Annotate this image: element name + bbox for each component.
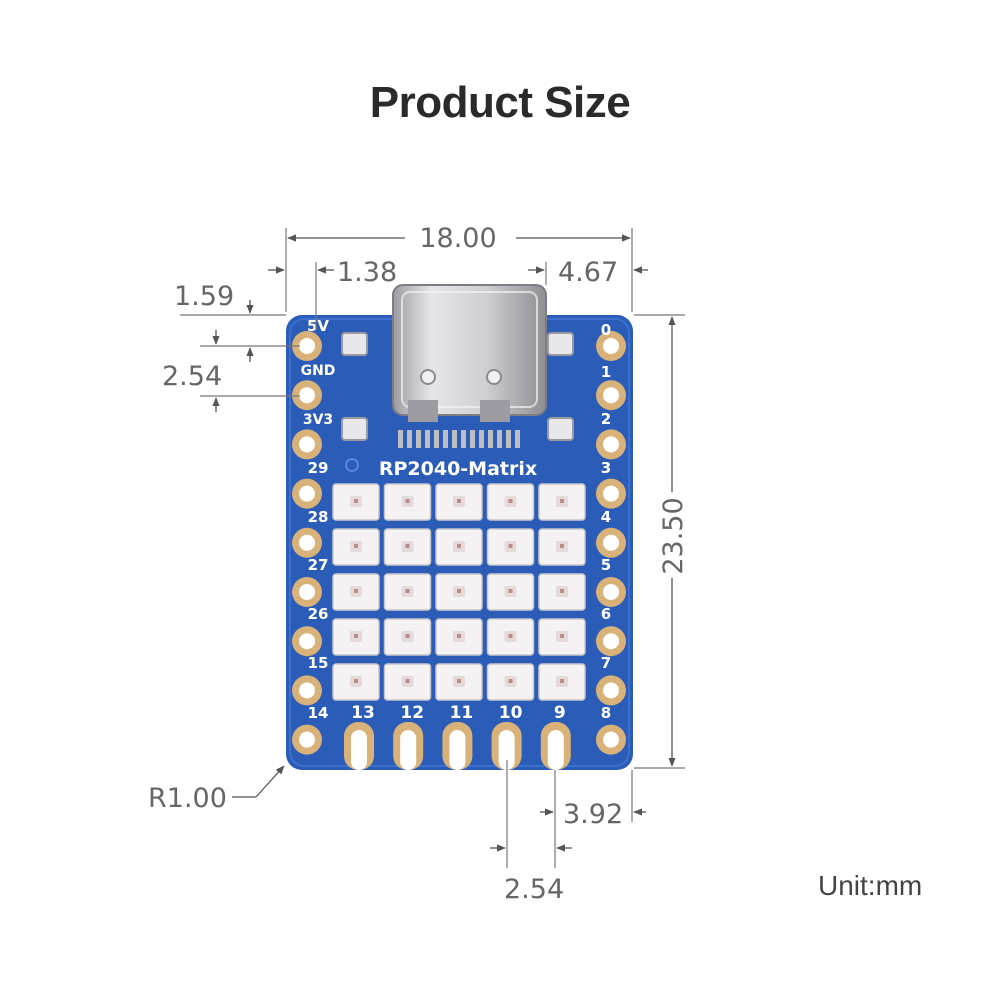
connector-tabs [341, 332, 574, 441]
left-pad-hole [299, 338, 315, 354]
dim-left-offset: 1.38 [268, 257, 397, 330]
led-chip [457, 589, 461, 593]
width-total-label: 18.00 [419, 223, 496, 254]
page-title: Product Size [369, 78, 631, 127]
bottom-pin-label: 10 [499, 703, 523, 723]
fiducial-mark [345, 458, 359, 472]
bottom-pad-hole [449, 730, 466, 770]
right-pad-hole [603, 682, 619, 699]
left-pad-hole [299, 387, 315, 404]
led-chip [405, 634, 410, 638]
bottom-pin-label: 13 [351, 703, 375, 723]
right-pad-hole [603, 436, 619, 453]
corner-radius-label: R1.00 [148, 783, 227, 814]
left-pin-label: 14 [308, 704, 329, 722]
left-pad-hole [299, 633, 315, 650]
dim-pin-pitch-vertical: 2.54 [162, 330, 300, 412]
led-chip [508, 679, 513, 683]
right-pad-hole [603, 731, 619, 748]
left-pad-hole [299, 731, 315, 748]
left-pin-label: 27 [308, 556, 329, 574]
led-chip [508, 544, 513, 548]
right-pad-hole [603, 338, 619, 354]
left-pad-hole [299, 534, 315, 551]
led-chip [354, 634, 358, 638]
bottom-pin-label: 9 [554, 703, 566, 723]
right-pad-hole [603, 534, 619, 551]
right-pin-label: 2 [601, 410, 611, 428]
led-chip [405, 679, 410, 683]
led-chip [354, 589, 358, 593]
right-pad-hole [603, 633, 619, 650]
right-pin-label: 5 [601, 556, 611, 574]
right-pin-label: 0 [601, 321, 611, 339]
left-pin-label: 26 [308, 605, 329, 623]
left-pad-hole [299, 485, 315, 502]
left-pin-label: 15 [308, 654, 329, 672]
right-pin-label: 8 [601, 704, 611, 722]
left-pin-label: GND [301, 363, 336, 379]
led-chip [405, 499, 410, 503]
bottom-pad-hole [400, 730, 417, 770]
led-chip [560, 679, 564, 683]
left-pad-hole [299, 436, 315, 453]
led-chip [508, 634, 513, 638]
left-pin-label: 5V [307, 317, 329, 335]
led-chip [457, 634, 461, 638]
dim-height-total: 23.50 [634, 314, 689, 769]
led-chip [560, 589, 564, 593]
board-name: RP2040-Matrix [379, 458, 537, 480]
pin-pitch-horizontal-label: 2.54 [504, 874, 564, 905]
left-pin-label: 3V3 [303, 412, 333, 428]
bottom-pad-hole [547, 730, 564, 770]
left-pin-label: 28 [308, 508, 329, 526]
height-total-label: 23.50 [658, 497, 689, 574]
led-chip [354, 679, 358, 683]
right-pin-label: 1 [601, 363, 611, 381]
right-pad-hole [603, 387, 619, 404]
left-pad-hole [299, 682, 315, 699]
dim-right-offset: 4.67 [528, 257, 648, 288]
led-chip [560, 499, 564, 503]
bottom-pin-label: 11 [450, 703, 474, 723]
right-pin-label: 7 [601, 654, 611, 672]
bottom-pin-label: 12 [400, 703, 424, 723]
led-chip [457, 679, 461, 683]
dim-width-total: 18.00 [285, 223, 633, 312]
right-offset-label: 4.67 [558, 257, 618, 288]
bottom-right-offset-label: 3.92 [563, 799, 623, 830]
right-pin-label: 6 [601, 605, 611, 623]
bottom-pad-hole [351, 730, 367, 770]
pin-pitch-vertical-label: 2.54 [162, 361, 222, 392]
dim-corner-radius: R1.00 [148, 765, 285, 814]
dim-bottom-right-offset: 3.92 [540, 770, 646, 868]
led-chip [354, 544, 358, 548]
dim-top-offset: 1.59 [174, 281, 286, 362]
left-pad-hole [299, 584, 315, 600]
right-pad-hole [603, 485, 619, 502]
right-pad-hole [603, 584, 619, 600]
right-pin-label: 4 [601, 508, 611, 526]
led-chip [405, 589, 410, 593]
led-chip [560, 544, 564, 548]
led-chip [508, 499, 513, 503]
unit-label: Unit:mm [818, 870, 923, 901]
led-chip [457, 499, 461, 503]
usb-c-connector [392, 284, 547, 448]
bottom-pad-hole [498, 730, 515, 770]
led-chip [457, 544, 461, 548]
left-offset-label: 1.38 [337, 257, 397, 288]
led-chip [508, 589, 513, 593]
led-chip [560, 634, 564, 638]
led-chip [405, 544, 410, 548]
top-offset-label: 1.59 [174, 281, 234, 312]
dim-pin-pitch-horizontal: 2.54 [490, 760, 572, 905]
left-pin-label: 29 [308, 459, 329, 477]
led-chip [354, 499, 358, 503]
right-pin-label: 3 [601, 459, 611, 477]
